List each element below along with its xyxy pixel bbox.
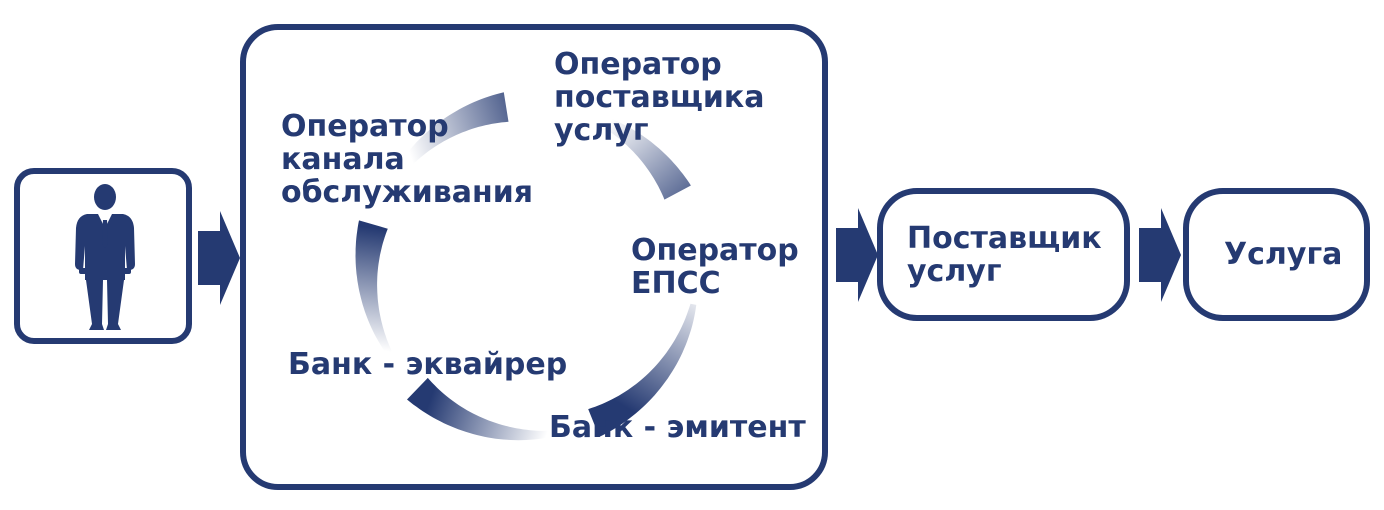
issuer-bank-label: Банк - эмитент	[549, 410, 806, 445]
service-label: Услуга	[1224, 237, 1343, 272]
cycle-arc-1	[386, 92, 509, 189]
service-provider-label: Поставщик услуг	[907, 221, 1102, 289]
cycle-arc-2	[579, 109, 691, 200]
service-provider-box	[877, 188, 1130, 321]
right-arrow-icon	[836, 208, 878, 302]
acquirer-bank-label: Банк - эквайрер	[288, 347, 568, 382]
right-arrow-icon	[1139, 208, 1181, 302]
right-arrow-icon	[198, 211, 240, 305]
service-provider-operator-label: Оператор поставщика услуг	[554, 47, 765, 148]
channel-operator-label: Оператор канала обслуживания	[281, 109, 533, 210]
cycle-arc-4	[407, 377, 553, 441]
epss-operator-label: Оператор ЕПСС	[631, 233, 799, 301]
cycle-arcs	[355, 92, 697, 441]
businessman-icon	[75, 184, 135, 330]
cycle-arc-5	[355, 220, 392, 354]
payment-system-box	[240, 24, 828, 490]
service-box	[1183, 188, 1370, 321]
cycle-arc-3	[588, 303, 697, 437]
